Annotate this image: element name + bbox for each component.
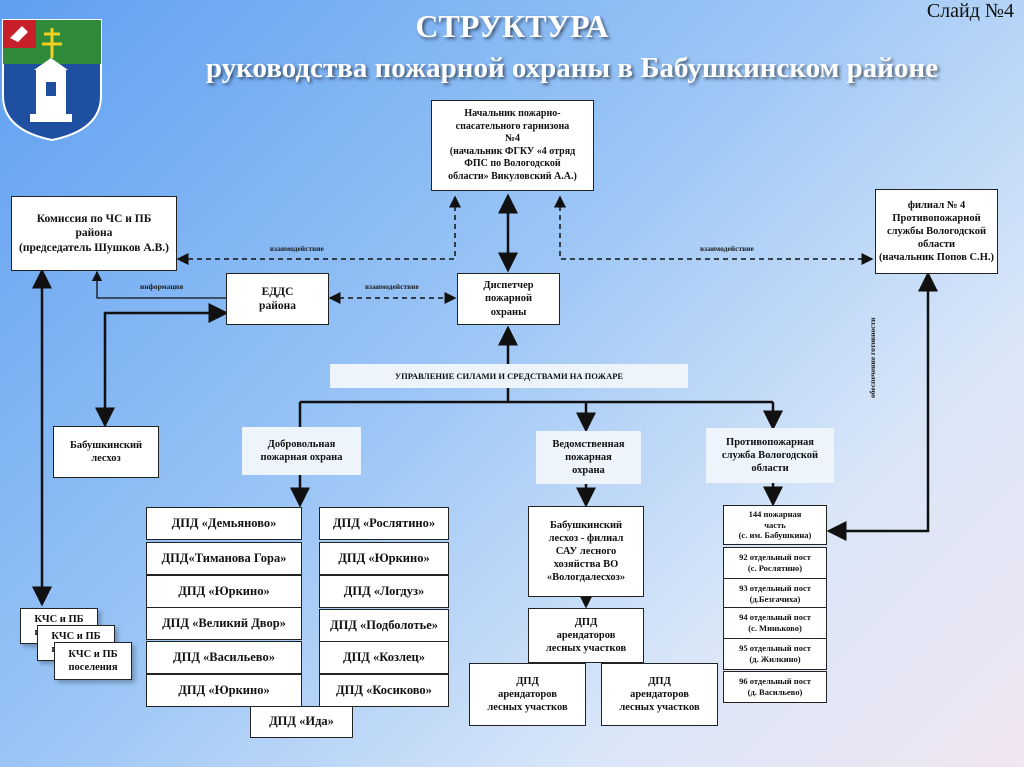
departmental-fire-box: Ведомственная пожарная охрана — [536, 431, 641, 484]
post-item-4: 94 отдельный пост (с. Миньково) — [723, 607, 827, 639]
regional-service-box: Противопожарная служба Вологодской облас… — [706, 428, 834, 483]
readiness-label: обеспечение готовности — [868, 317, 877, 399]
kchs-box-3: КЧС и ПБ поселения — [54, 642, 132, 680]
post-item-1: 144 пожарная часть (с. им. Бабушкина) — [723, 505, 827, 545]
dpd-left-item-3: ДПД «Юркино» — [146, 575, 302, 608]
edds-box: ЕДДС района — [226, 273, 329, 325]
post-item-2: 92 отдельный пост (с. Рослятино) — [723, 547, 827, 579]
slide-number: Слайд №4 — [926, 0, 1014, 22]
dpd-right-item-4: ДПД «Подболотье» — [319, 609, 449, 642]
interaction-label-mid: взаимодействие — [365, 282, 419, 291]
dpd-ida-box: ДПД «Ида» — [250, 706, 353, 738]
dpd-right-item-6: ДПД «Косиково» — [319, 674, 449, 707]
babushkino-leskhoz-box: Бабушкинский лесхоз — [53, 426, 159, 478]
garrison-head-box: Начальник пожарно- спасательного гарнизо… — [431, 100, 594, 191]
interaction-label-left: взаимодействие — [270, 244, 324, 253]
dpd-left-item-5: ДПД «Васильево» — [146, 641, 302, 674]
dpd-right-item-3: ДПД «Логдуз» — [319, 575, 449, 608]
dpd-tenants-box-3: ДПД арендаторов лесных участков — [601, 663, 718, 726]
dispatcher-box: Диспетчер пожарной охраны — [457, 273, 560, 325]
post-item-3: 93 отдельный пост (д.Безгачиха) — [723, 578, 827, 610]
dpd-right-item-1: ДПД «Рослятино» — [319, 507, 449, 540]
force-management-label: УПРАВЛЕНИЕ СИЛАМИ И СРЕДСТВАМИ НА ПОЖАРЕ — [330, 364, 688, 388]
post-item-6: 96 отдельный пост (д. Васильево) — [723, 671, 827, 703]
page-subtitle: руководства пожарной охраны в Бабушкинск… — [205, 52, 939, 84]
leskhoz-branch-box: Бабушкинский лесхоз - филиал САУ лесного… — [528, 506, 644, 597]
dpd-left-item-1: ДПД «Демьяново» — [146, 507, 302, 540]
commission-box: Комиссия по ЧС и ПБ района (председатель… — [11, 196, 177, 271]
dpd-tenants-box-1: ДПД арендаторов лесных участков — [528, 608, 644, 663]
dpd-left-item-2: ДПД«Тиманова Гора» — [146, 542, 302, 575]
dpd-tenants-box-2: ДПД арендаторов лесных участков — [469, 663, 586, 726]
dpd-right-item-5: ДПД «Козлец» — [319, 641, 449, 674]
dpd-left-item-6: ДПД «Юркино» — [146, 674, 302, 707]
coat-of-arms-logo — [1, 19, 102, 142]
interaction-label-right: взаимодействие — [700, 244, 754, 253]
post-item-5: 95 отдельный пост (д. Жилкино) — [723, 638, 827, 670]
page-title: СТРУКТУРА — [415, 8, 609, 44]
dpd-right-item-2: ДПД «Юркино» — [319, 542, 449, 575]
dpd-left-item-4: ДПД «Великий Двор» — [146, 607, 302, 640]
branch4-box: филиал № 4 Противопожарной службы Волого… — [875, 189, 998, 274]
volunteer-fire-box: Добровольная пожарная охрана — [242, 427, 361, 475]
information-label: информация — [140, 282, 184, 291]
